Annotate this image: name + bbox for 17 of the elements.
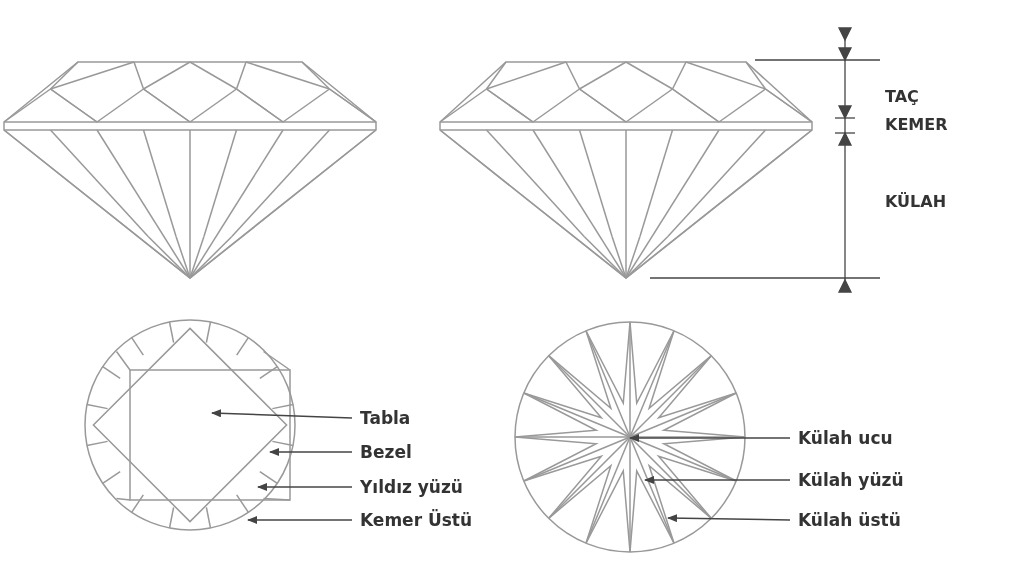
- dimension-label: KÜLAH: [885, 192, 947, 212]
- part-label: Tabla: [360, 408, 411, 428]
- leader-line: [257, 483, 353, 491]
- dimension-label: TAÇ: [885, 87, 919, 107]
- leader-line: [269, 448, 353, 456]
- leader-line: [644, 476, 791, 484]
- part-label: Külah üstü: [798, 510, 901, 530]
- part-label: Kemer Üstü: [360, 510, 473, 530]
- part-label: Bezel: [360, 442, 412, 462]
- leader-line: [211, 409, 353, 419]
- leader-line: [629, 434, 791, 442]
- part-label: Külah yüzü: [798, 470, 904, 490]
- dimension-label: KEMER: [885, 115, 948, 135]
- part-label: Yıldız yüzü: [360, 477, 463, 497]
- part-label: Külah ucu: [798, 428, 893, 448]
- leader-line: [247, 516, 353, 524]
- leader-line: [667, 514, 791, 523]
